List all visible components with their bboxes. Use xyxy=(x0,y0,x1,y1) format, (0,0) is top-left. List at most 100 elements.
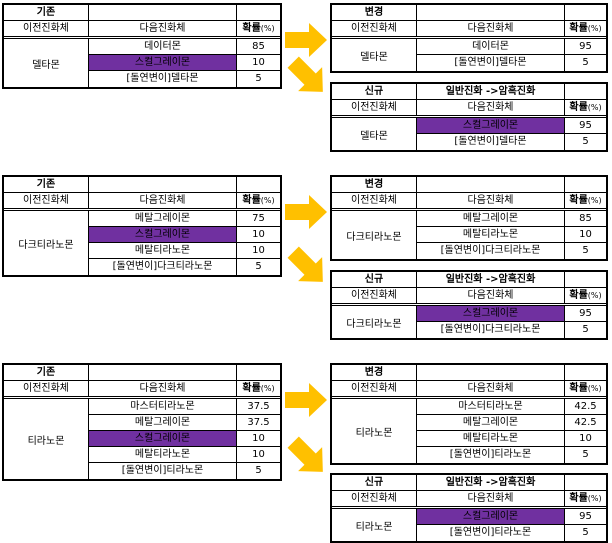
prev-evolution: 델타몬 xyxy=(4,39,89,87)
table-title: 기존 xyxy=(4,5,89,21)
title-row: 변경 xyxy=(332,365,606,381)
next-evolution: 메탈티라노몬 xyxy=(417,431,565,447)
prev-header: 이전진화체 xyxy=(332,193,417,208)
prob-label: 확률 xyxy=(242,382,261,394)
table-title: 신규 xyxy=(332,272,417,288)
prob-label: 확률 xyxy=(569,22,588,34)
table-subtitle xyxy=(417,365,565,381)
probability: 5 xyxy=(255,261,262,272)
empty-cell xyxy=(237,177,280,193)
probability: 10 xyxy=(237,431,280,447)
prob-label: 확률 xyxy=(242,22,261,34)
table-subtitle: 일반진화 ->암흑진화 xyxy=(417,84,565,100)
prev-evolution: 티라노몬 xyxy=(332,399,417,463)
next-evolution: 메탈티라노몬 xyxy=(89,243,237,259)
table-title: 기존 xyxy=(4,365,89,381)
next-evolution: [돌연변이]티라노몬 xyxy=(417,525,565,541)
next-evolution: 데이터몬 xyxy=(417,39,565,55)
title-row: 기존 xyxy=(4,5,280,21)
empty-cell xyxy=(565,84,606,100)
prob-header: 확률(%) xyxy=(237,21,280,36)
prob-label: 확률 xyxy=(569,101,588,113)
probability: 85 xyxy=(565,211,606,227)
next-header: 다음진화체 xyxy=(417,193,565,208)
next-evolution: 스컬그레이몬 xyxy=(417,509,565,525)
prob-unit: (%) xyxy=(260,23,275,33)
prev-header: 이전진화체 xyxy=(332,288,417,303)
prob-unit: (%) xyxy=(587,290,602,300)
prev-header: 이전진화체 xyxy=(332,21,417,36)
title-row: 변경 xyxy=(332,177,606,193)
next-evolution: 스컬그레이몬 xyxy=(89,431,237,447)
next-header: 다음진화체 xyxy=(417,288,565,303)
next-evolution: 데이터몬 xyxy=(89,39,237,55)
prev-evolution: 델타몬 xyxy=(332,118,417,150)
prev-header: 이전진화체 xyxy=(332,491,417,506)
arrow-down-right-icon xyxy=(281,50,335,104)
arrow-right-icon xyxy=(285,23,327,57)
next-evolution: [돌연변이]다크티라노몬 xyxy=(417,243,565,259)
next-evolution: 메탈그레이몬 xyxy=(89,211,237,227)
next-evolution: [돌연변이]델타몬 xyxy=(417,55,565,71)
next-evolution: 스컬그레이몬 xyxy=(89,227,237,243)
next-header: 다음진화체 xyxy=(89,193,237,208)
probability: 5 xyxy=(582,245,589,256)
next-evolution: 마스터티라노몬 xyxy=(89,399,237,415)
table-subtitle xyxy=(417,177,565,193)
prob-header: 확률(%) xyxy=(237,193,280,208)
prob-unit: (%) xyxy=(587,102,602,112)
prob-label: 확률 xyxy=(242,194,261,206)
title-row: 변경 xyxy=(332,5,606,21)
next-evolution: 메탈그레이몬 xyxy=(89,415,237,431)
probability: 95 xyxy=(565,306,606,322)
prev-header: 이전진화체 xyxy=(332,381,417,396)
table-subtitle: 일반진화 ->암흑진화 xyxy=(417,475,565,491)
arrow-down-right-icon xyxy=(281,430,335,484)
probability: 37.5 xyxy=(237,399,280,415)
prob-unit: (%) xyxy=(587,383,602,393)
prev-header: 이전진화체 xyxy=(4,193,89,208)
probability: 42.5 xyxy=(565,415,606,431)
probability: 5 xyxy=(582,324,589,335)
probability: 10 xyxy=(565,227,606,243)
table-title: 신규 xyxy=(332,84,417,100)
empty-cell xyxy=(565,5,606,21)
empty-cell xyxy=(565,272,606,288)
next-evolution: [돌연변이]티라노몬 xyxy=(89,463,237,479)
next-header: 다음진화체 xyxy=(417,381,565,396)
probability: 10 xyxy=(237,243,280,259)
probability: 10 xyxy=(237,227,280,243)
arrow-right-icon xyxy=(285,195,327,229)
next-header: 다음진화체 xyxy=(89,21,237,36)
prob-header: 확률(%) xyxy=(565,491,606,506)
prob-header: 확률(%) xyxy=(565,288,606,303)
